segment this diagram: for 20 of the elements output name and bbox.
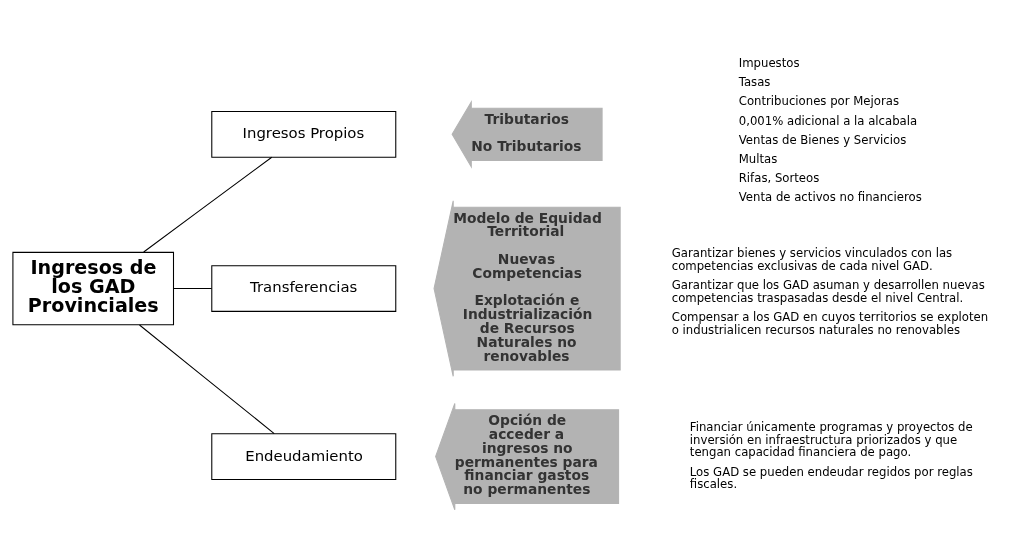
node-box: Ingresos Propios <box>211 110 397 158</box>
node-label: Ventas de Bienes y Servicios <box>738 132 907 147</box>
node-label: Impuestos <box>738 55 800 70</box>
node-label: Venta de activos no financieros <box>738 189 922 204</box>
connector <box>173 287 213 289</box>
node-label: Los GAD se pueden endeudar regidos por reglas fiscales. <box>689 464 973 491</box>
node-label: Garantizar que los GAD asuman y desarrollen nuevas competencias traspasadas desde el nivel Central. <box>671 277 985 305</box>
connector <box>143 156 273 253</box>
node-label: Tasas <box>738 74 771 89</box>
node-label: Compensar a los GAD en cuyos territorios se exploten o industrialicen recursos naturales no renovables <box>671 309 989 337</box>
node-box: Ingresos de los GAD Provinciales <box>12 251 175 325</box>
node-label: Garantizar bienes y servicios vinculados con las competencias exclusivas de cada nivel GAD. <box>671 245 953 273</box>
connector <box>138 323 275 434</box>
node-label: Financiar únicamente programas y proyectos de inversión en infraestructura priorizados y que tengan capacidad financiera de pago. <box>689 419 973 459</box>
node-label: 0,001% adicional a la alcabala <box>738 113 918 128</box>
node-label: Contribuciones por Mejoras <box>738 93 899 108</box>
node-box: Endeudamiento <box>211 432 397 480</box>
node-box: Transferencias <box>211 264 397 312</box>
node-label: Rifas, Sorteos <box>738 170 820 185</box>
node-label: Multas <box>738 151 778 166</box>
